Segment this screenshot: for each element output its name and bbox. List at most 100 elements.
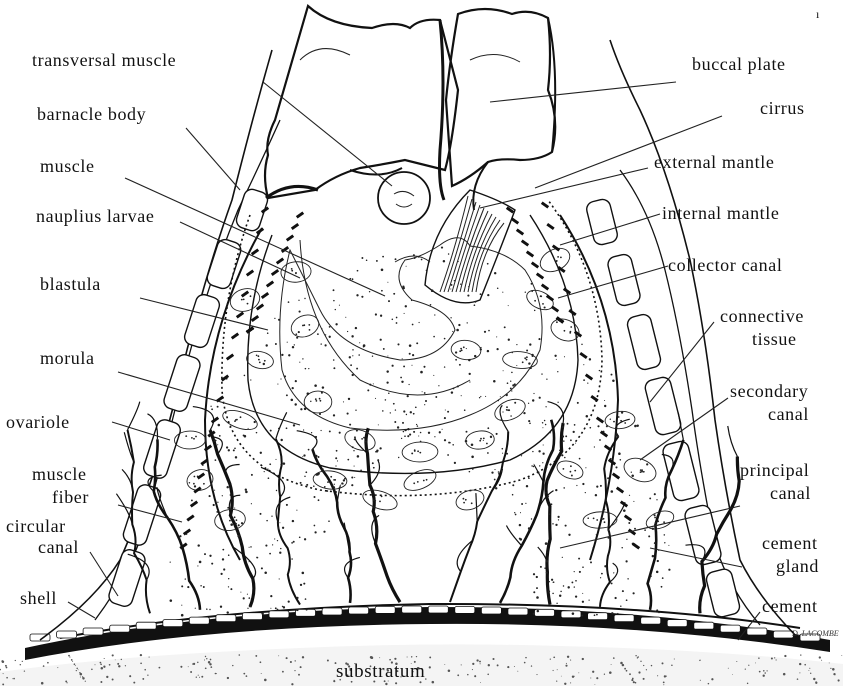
tissue-stipple xyxy=(425,400,427,402)
tissue-stipple xyxy=(300,584,302,586)
egg-nucleus-dot xyxy=(522,361,524,363)
tissue-stipple xyxy=(451,391,453,393)
tissue-stipple xyxy=(291,558,293,560)
tissue-stipple xyxy=(422,391,423,392)
tissue-stipple xyxy=(480,293,482,295)
substratum-speck xyxy=(199,677,200,678)
substratum-speck xyxy=(394,658,396,660)
tissue-stipple xyxy=(626,539,627,540)
substratum-speck xyxy=(385,683,387,685)
substratum-speck xyxy=(637,657,638,658)
substratum-speck xyxy=(472,663,474,665)
substratum-speck xyxy=(432,681,435,684)
egg-nucleus-dot xyxy=(483,438,485,440)
tissue-stipple xyxy=(447,411,449,413)
tissue-stipple xyxy=(347,331,348,332)
base-cell xyxy=(428,606,448,613)
substratum-speck xyxy=(255,655,257,657)
egg-nucleus-dot xyxy=(507,409,509,411)
tissue-stipple xyxy=(626,599,628,601)
substratum-speck xyxy=(783,673,786,676)
tissue-stipple xyxy=(465,440,468,443)
principal-canal xyxy=(366,428,400,602)
tissue-stipple xyxy=(570,439,572,441)
substratum-speck xyxy=(13,678,15,680)
tissue-stipple xyxy=(277,609,279,611)
tissue-stipple xyxy=(474,304,476,306)
tissue-stipple xyxy=(658,612,659,613)
tissue-stipple xyxy=(280,439,282,441)
tissue-stipple xyxy=(466,431,468,433)
tissue-stipple xyxy=(333,367,335,369)
tissue-stipple xyxy=(304,538,306,540)
tissue-stipple xyxy=(270,430,272,432)
tissue-stipple xyxy=(393,293,395,295)
substratum-speck xyxy=(209,663,211,665)
label-principal-canal-line1: principal xyxy=(740,460,809,480)
tissue-stipple xyxy=(352,374,354,376)
egg-cell xyxy=(502,350,538,370)
principal-canal xyxy=(210,430,254,607)
substratum-speck xyxy=(810,673,811,674)
tissue-stipple xyxy=(280,464,281,465)
tissue-stipple xyxy=(455,351,457,353)
substratum-speck xyxy=(799,672,800,673)
substratum-speck xyxy=(204,659,205,660)
base-cell xyxy=(349,607,369,614)
substratum-speck xyxy=(444,664,445,665)
egg-nucleus-dot xyxy=(643,471,645,473)
tissue-stipple xyxy=(529,422,531,424)
tissue-stipple xyxy=(291,542,293,544)
substratum-speck xyxy=(629,673,631,675)
tissue-stipple xyxy=(426,270,427,271)
substratum-speck xyxy=(763,675,765,677)
tissue-stipple xyxy=(200,585,202,587)
egg-nucleus-dot xyxy=(570,326,572,328)
tissue-stipple xyxy=(240,592,241,593)
tissue-stipple xyxy=(510,381,511,382)
substratum-speck xyxy=(553,656,555,658)
tissue-stipple xyxy=(299,311,301,313)
tissue-stipple xyxy=(612,379,615,382)
tissue-stipple xyxy=(447,454,449,456)
substratum-speck xyxy=(216,673,217,674)
tissue-stipple xyxy=(592,547,593,548)
tissue-stipple xyxy=(235,456,237,458)
tissue-stipple xyxy=(308,368,309,369)
tissue-stipple xyxy=(313,485,315,487)
egg-nucleus-dot xyxy=(570,465,572,467)
substratum-speck xyxy=(12,678,13,679)
egg-nucleus-dot xyxy=(414,450,416,452)
tissue-stipple xyxy=(372,356,373,357)
substratum-speck xyxy=(815,681,816,682)
tissue-stipple xyxy=(420,432,422,434)
tissue-stipple xyxy=(322,386,324,388)
tissue-stipple xyxy=(211,408,213,410)
egg-nucleus-dot xyxy=(613,421,615,423)
tissue-stipple xyxy=(452,444,454,446)
tissue-stipple xyxy=(397,426,399,428)
substratum-speck xyxy=(101,667,104,670)
tissue-stipple xyxy=(557,516,559,518)
tissue-stipple xyxy=(361,257,363,259)
tissue-stipple xyxy=(540,566,542,568)
substratum-speck xyxy=(747,683,748,684)
egg-nucleus-dot xyxy=(308,324,310,326)
tissue-stipple xyxy=(516,365,517,366)
egg-nucleus-dot xyxy=(234,420,236,422)
label-morula: morula xyxy=(40,348,95,368)
label-substratum: substratum xyxy=(336,661,425,682)
tissue-stipple xyxy=(435,396,437,398)
tissue-stipple xyxy=(416,424,417,425)
tissue-stipple xyxy=(530,367,532,369)
tissue-stipple xyxy=(664,534,666,536)
substratum-speck xyxy=(117,663,119,665)
egg-nucleus-dot xyxy=(526,356,528,358)
tissue-stipple xyxy=(474,355,476,357)
label-cement-gland-line1: cement xyxy=(762,533,818,553)
tissue-stipple xyxy=(511,372,513,374)
tissue-stipple xyxy=(215,459,217,461)
tissue-stipple xyxy=(344,478,346,480)
tissue-stipple xyxy=(378,424,379,425)
